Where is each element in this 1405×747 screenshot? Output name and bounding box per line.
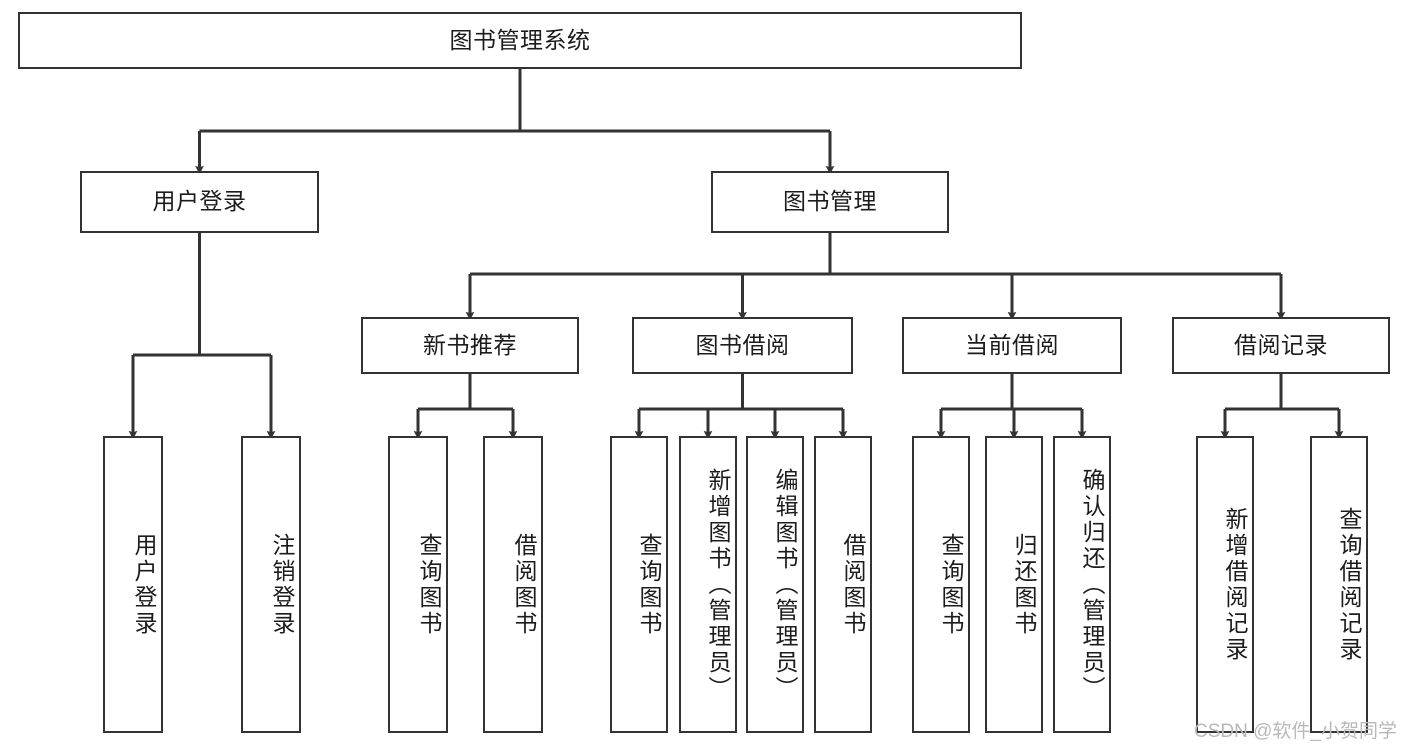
edge-group — [128, 69, 1344, 440]
node-label: 图书借阅 — [695, 331, 790, 358]
node-label: 图书管理系统 — [449, 26, 591, 53]
node-leaf-borrow-book-rec[interactable]: 借阅图书 — [483, 436, 543, 733]
node-current-borrow[interactable]: 当前借阅 — [902, 317, 1122, 374]
node-book-borrow[interactable]: 图书借阅 — [632, 317, 853, 374]
node-label: 注销登录 — [269, 532, 295, 637]
node-leaf-confirm-return[interactable]: 确认归还（管理员） — [1053, 436, 1111, 733]
node-book-manage[interactable]: 图书管理 — [711, 171, 949, 233]
node-label: 新增图书（管理员） — [705, 467, 731, 702]
node-label: 确认归还（管理员） — [1079, 467, 1105, 702]
node-label: 查询图书 — [636, 532, 662, 637]
node-leaf-query-record[interactable]: 查询借阅记录 — [1310, 436, 1368, 733]
node-leaf-logout[interactable]: 注销登录 — [241, 436, 301, 733]
node-leaf-edit-book[interactable]: 编辑图书（管理员） — [746, 436, 804, 733]
node-label: 归还图书 — [1011, 532, 1037, 637]
node-leaf-query-book[interactable]: 查询图书 — [610, 436, 668, 733]
node-leaf-query-book-cur[interactable]: 查询图书 — [912, 436, 970, 733]
node-leaf-return-book[interactable]: 归还图书 — [985, 436, 1043, 733]
node-label: 用户登录 — [131, 532, 157, 637]
node-label: 当前借阅 — [965, 331, 1059, 358]
node-new-book-rec[interactable]: 新书推荐 — [361, 317, 579, 374]
node-borrow-record[interactable]: 借阅记录 — [1172, 317, 1390, 374]
node-leaf-borrow-book[interactable]: 借阅图书 — [814, 436, 872, 733]
node-label: 新增借阅记录 — [1222, 506, 1248, 663]
node-label: 借阅图书 — [840, 532, 866, 637]
node-leaf-add-record[interactable]: 新增借阅记录 — [1196, 436, 1254, 733]
node-label: 编辑图书（管理员） — [772, 467, 798, 702]
node-leaf-user-login[interactable]: 用户登录 — [103, 436, 163, 733]
node-leaf-add-book[interactable]: 新增图书（管理员） — [679, 436, 737, 733]
node-leaf-query-book-rec[interactable]: 查询图书 — [388, 436, 448, 733]
node-root[interactable]: 图书管理系统 — [18, 12, 1022, 69]
node-user-login[interactable]: 用户登录 — [80, 171, 319, 233]
node-label: 图书管理 — [783, 188, 877, 215]
node-label: 用户登录 — [152, 188, 247, 215]
csdn-watermark: CSDN @软件_小贺同学 — [1194, 721, 1397, 742]
node-label: 借阅记录 — [1234, 331, 1328, 358]
node-label: 查询借阅记录 — [1336, 506, 1362, 663]
node-label: 查询图书 — [938, 532, 964, 637]
node-label: 借阅图书 — [511, 532, 537, 637]
node-label: 查询图书 — [416, 532, 442, 637]
node-label: 新书推荐 — [423, 331, 517, 358]
